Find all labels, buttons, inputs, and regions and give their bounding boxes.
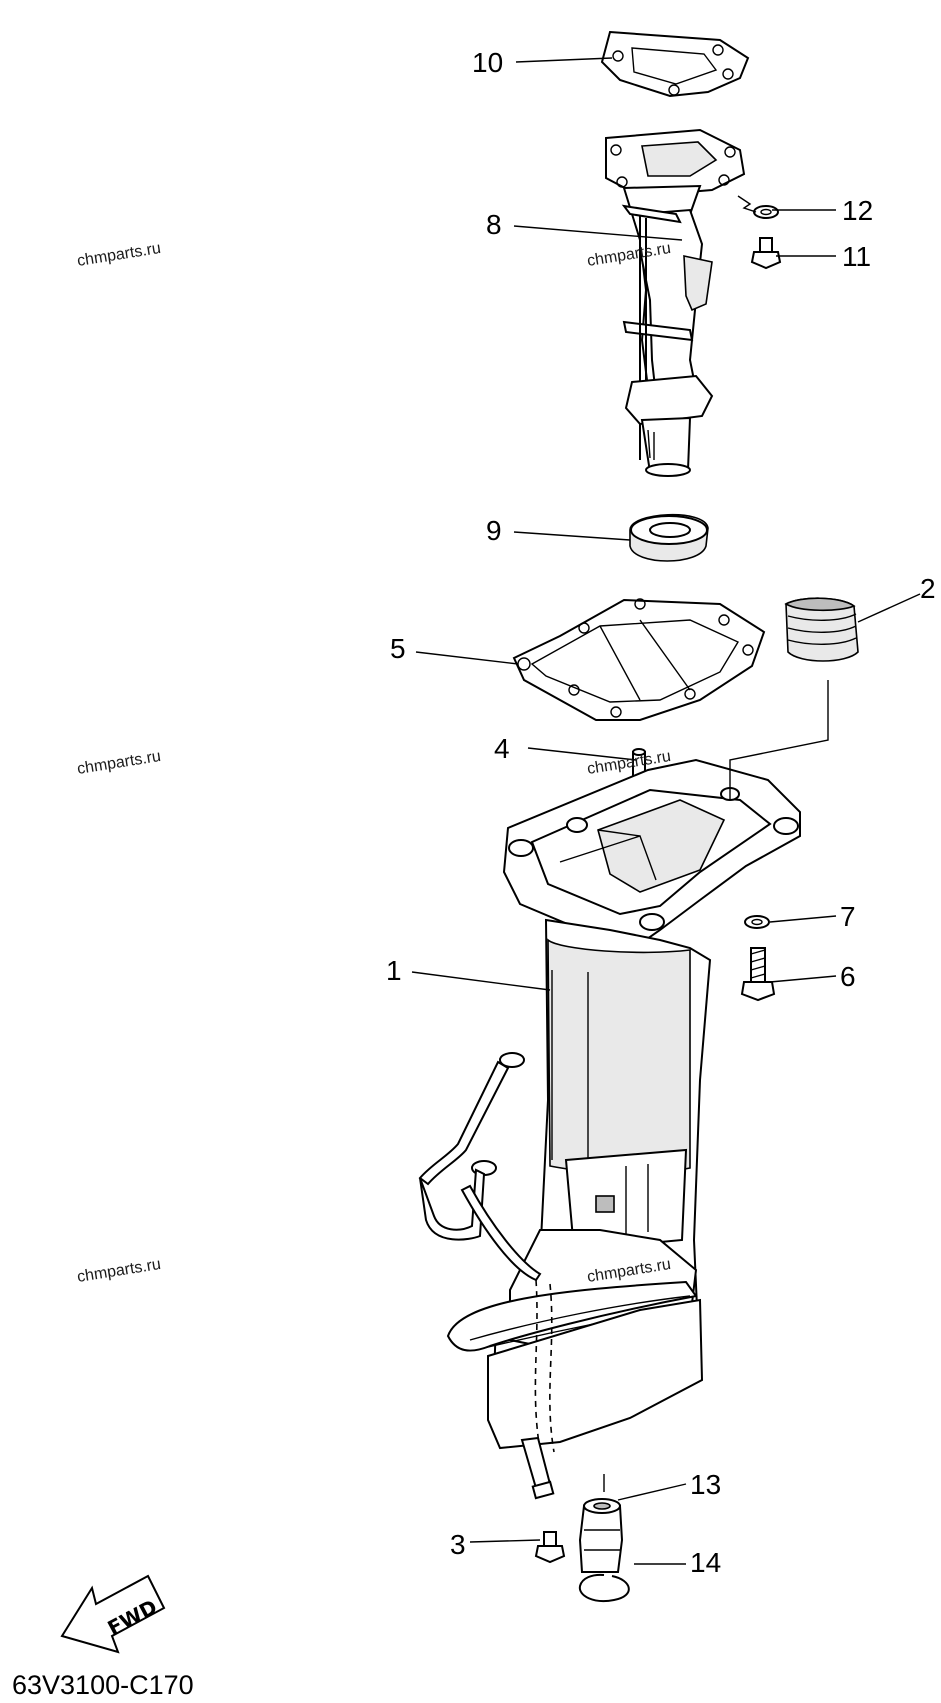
callout-14: 14 — [690, 1547, 721, 1578]
part-11-bolt — [750, 237, 782, 270]
part-2-rubber-mount — [784, 597, 859, 662]
part-6-bolt — [740, 947, 776, 1002]
leader-lines — [411, 57, 921, 1565]
part-1-upper-casing — [446, 758, 801, 1453]
callout-12: 12 — [842, 195, 873, 226]
callout-5: 5 — [390, 633, 406, 664]
callout-9: 9 — [486, 515, 502, 546]
part-8-exhaust-guide — [605, 128, 746, 477]
part-7-washer — [744, 915, 770, 929]
callout-1: 1 — [386, 955, 402, 986]
callout-10: 10 — [472, 47, 503, 78]
watermark-text: chmparts.ru — [76, 748, 162, 778]
part-5-gasket — [512, 598, 766, 721]
callout-11: 11 — [842, 241, 871, 272]
ground-lead-wire — [418, 1052, 555, 1500]
callout-7: 7 — [840, 901, 856, 932]
callout-8: 8 — [486, 209, 502, 240]
part-12-washer — [753, 205, 779, 219]
fwd-arrow-icon: FWD — [60, 1574, 166, 1654]
watermark-text: chmparts.ru — [76, 240, 162, 270]
part-13-grommet — [578, 1498, 624, 1573]
callout-6: 6 — [840, 961, 856, 992]
part-10-gasket — [600, 30, 750, 98]
callout-13: 13 — [690, 1469, 721, 1500]
bolt-path-line — [737, 195, 757, 213]
part-14-circlip — [578, 1573, 630, 1602]
callout-4: 4 — [494, 733, 510, 764]
watermark-text: chmparts.ru — [76, 1256, 162, 1286]
callout-3: 3 — [450, 1529, 466, 1560]
part-9-seal — [629, 513, 709, 562]
callout-2: 2 — [920, 573, 936, 604]
diagram-code: 63V3100-C170 — [12, 1670, 194, 1700]
part-3-screw — [534, 1531, 566, 1564]
